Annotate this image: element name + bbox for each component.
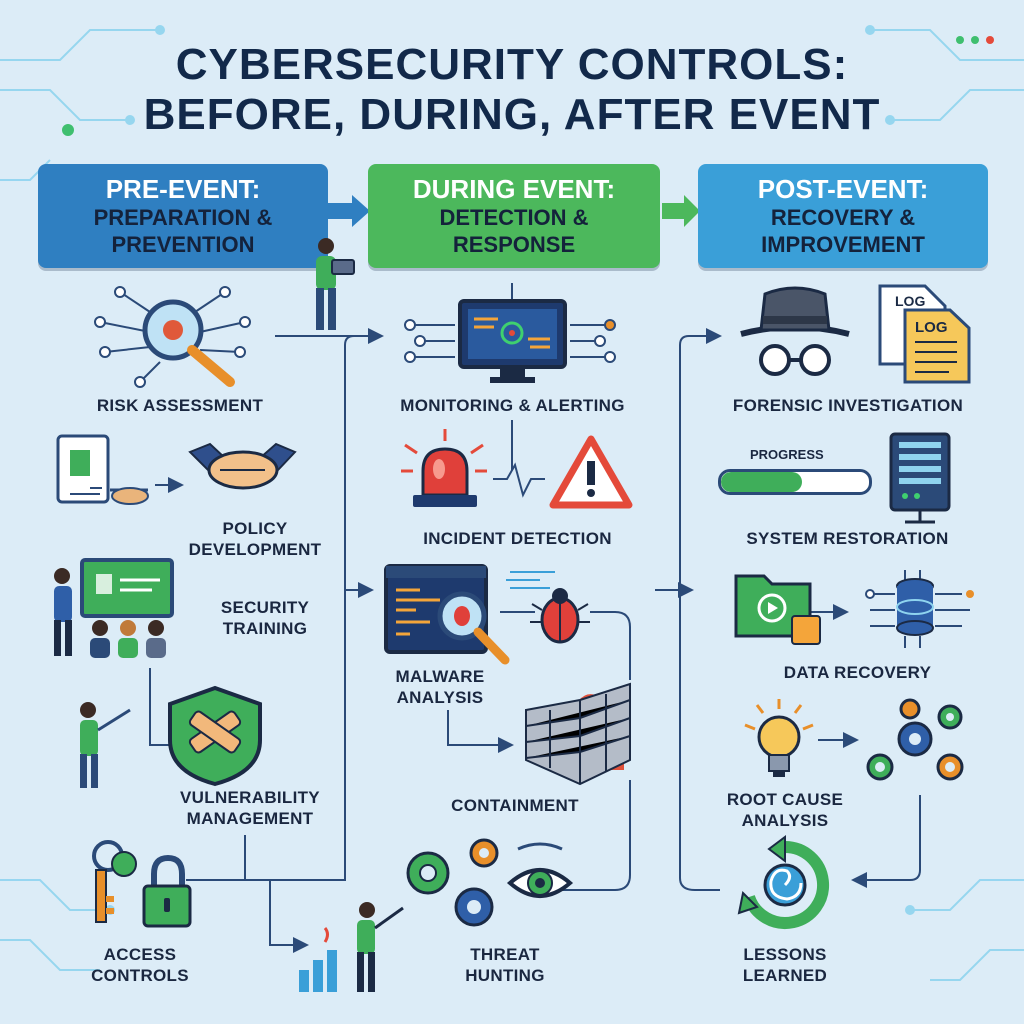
threat-hunting-label-2: HUNTING (465, 966, 545, 985)
root-cause-analysis-label-2: ANALYSIS (741, 811, 829, 830)
phase-during-event: DURING EVENT: DETECTION & RESPONSE (368, 164, 660, 268)
phase-pre-title: PRE-EVENT: (105, 174, 261, 204)
diagram-title-line2: BEFORE, DURING, AFTER EVENT (143, 90, 881, 139)
threat-hunting-label-1: THREAT (470, 945, 540, 964)
handshake-document-icon (56, 434, 297, 505)
system-restoration-label: SYSTEM RESTORATION (746, 529, 949, 548)
phase-pre-subtitle-2: PREVENTION (111, 232, 255, 257)
vulnerability-management-label-1: VULNERABILITY (180, 788, 320, 807)
security-training-label-2: TRAINING (222, 619, 308, 638)
progress-label: PROGRESS (750, 447, 824, 462)
cycle-arrows-icon (737, 835, 830, 929)
phase-post-subtitle-1: RECOVERY & (770, 205, 916, 230)
phase-post-subtitle-2: IMPROVEMENT (761, 232, 925, 257)
log-text-2: LOG (915, 319, 948, 336)
malware-analysis-label-1: MALWARE (395, 667, 485, 686)
firewall-icon (525, 682, 631, 786)
risk-assessment-label: RISK ASSESSMENT (96, 396, 264, 415)
keys-padlock-icon (92, 840, 192, 928)
phase-post-event: POST-EVENT: RECOVERY & IMPROVEMENT (698, 164, 988, 268)
phase-post-title: POST-EVENT: (757, 174, 929, 204)
phase-pre-subtitle-1: PREPARATION & (93, 205, 273, 230)
access-controls-label-1: ACCESS (103, 945, 177, 964)
phase-pre-event: PRE-EVENT: PREPARATION & PREVENTION (38, 164, 328, 268)
lightbulb-gears-icon (744, 698, 964, 781)
data-recovery-label: DATA RECOVERY (783, 663, 932, 682)
classroom-icon (54, 558, 174, 658)
access-controls-label-2: CONTROLS (91, 966, 189, 985)
code-bug-icon (384, 564, 590, 665)
containment-label: CONTAINMENT (451, 796, 579, 815)
phase-arrows (328, 195, 700, 227)
shield-patch-icon (80, 685, 262, 788)
progress-bar (718, 469, 872, 495)
lessons-learned-label-2: LEARNED (742, 966, 828, 985)
monitor-radar-icon (404, 299, 616, 383)
siren-warning-icon (401, 429, 633, 509)
server-rack-icon (889, 432, 951, 524)
log-text-1: LOG (895, 293, 925, 309)
magnifier-network-icon (94, 286, 251, 388)
folder-database-icon (734, 570, 974, 648)
diagram-title-line1: CYBERSECURITY CONTROLS: (175, 40, 849, 89)
forensic-investigation-label: FORENSIC INVESTIGATION (732, 396, 964, 415)
presenter-chart-icon (299, 902, 404, 992)
policy-development-label-1: POLICY (222, 519, 288, 538)
root-cause-analysis-label-1: ROOT CAUSE (726, 790, 844, 809)
vulnerability-management-label-2: MANAGEMENT (186, 809, 314, 828)
policy-development-label-2: DEVELOPMENT (188, 540, 322, 559)
phase-during-subtitle-1: DETECTION & (439, 205, 589, 230)
gears-eye-icon (406, 838, 574, 927)
phase-during-subtitle-2: RESPONSE (452, 232, 576, 257)
phase-during-title: DURING EVENT: (412, 174, 616, 204)
progress-bar-fill (721, 472, 803, 492)
monitoring-alerting-label: MONITORING & ALERTING (400, 396, 625, 415)
lessons-learned-label-1: LESSONS (743, 945, 827, 964)
security-training-label-1: SECURITY (220, 598, 310, 617)
detective-log-icon: LOG LOG (740, 284, 971, 384)
person-laptop-icon (316, 238, 355, 330)
incident-detection-label: INCIDENT DETECTION (423, 529, 612, 548)
malware-analysis-label-2: ANALYSIS (396, 688, 484, 707)
